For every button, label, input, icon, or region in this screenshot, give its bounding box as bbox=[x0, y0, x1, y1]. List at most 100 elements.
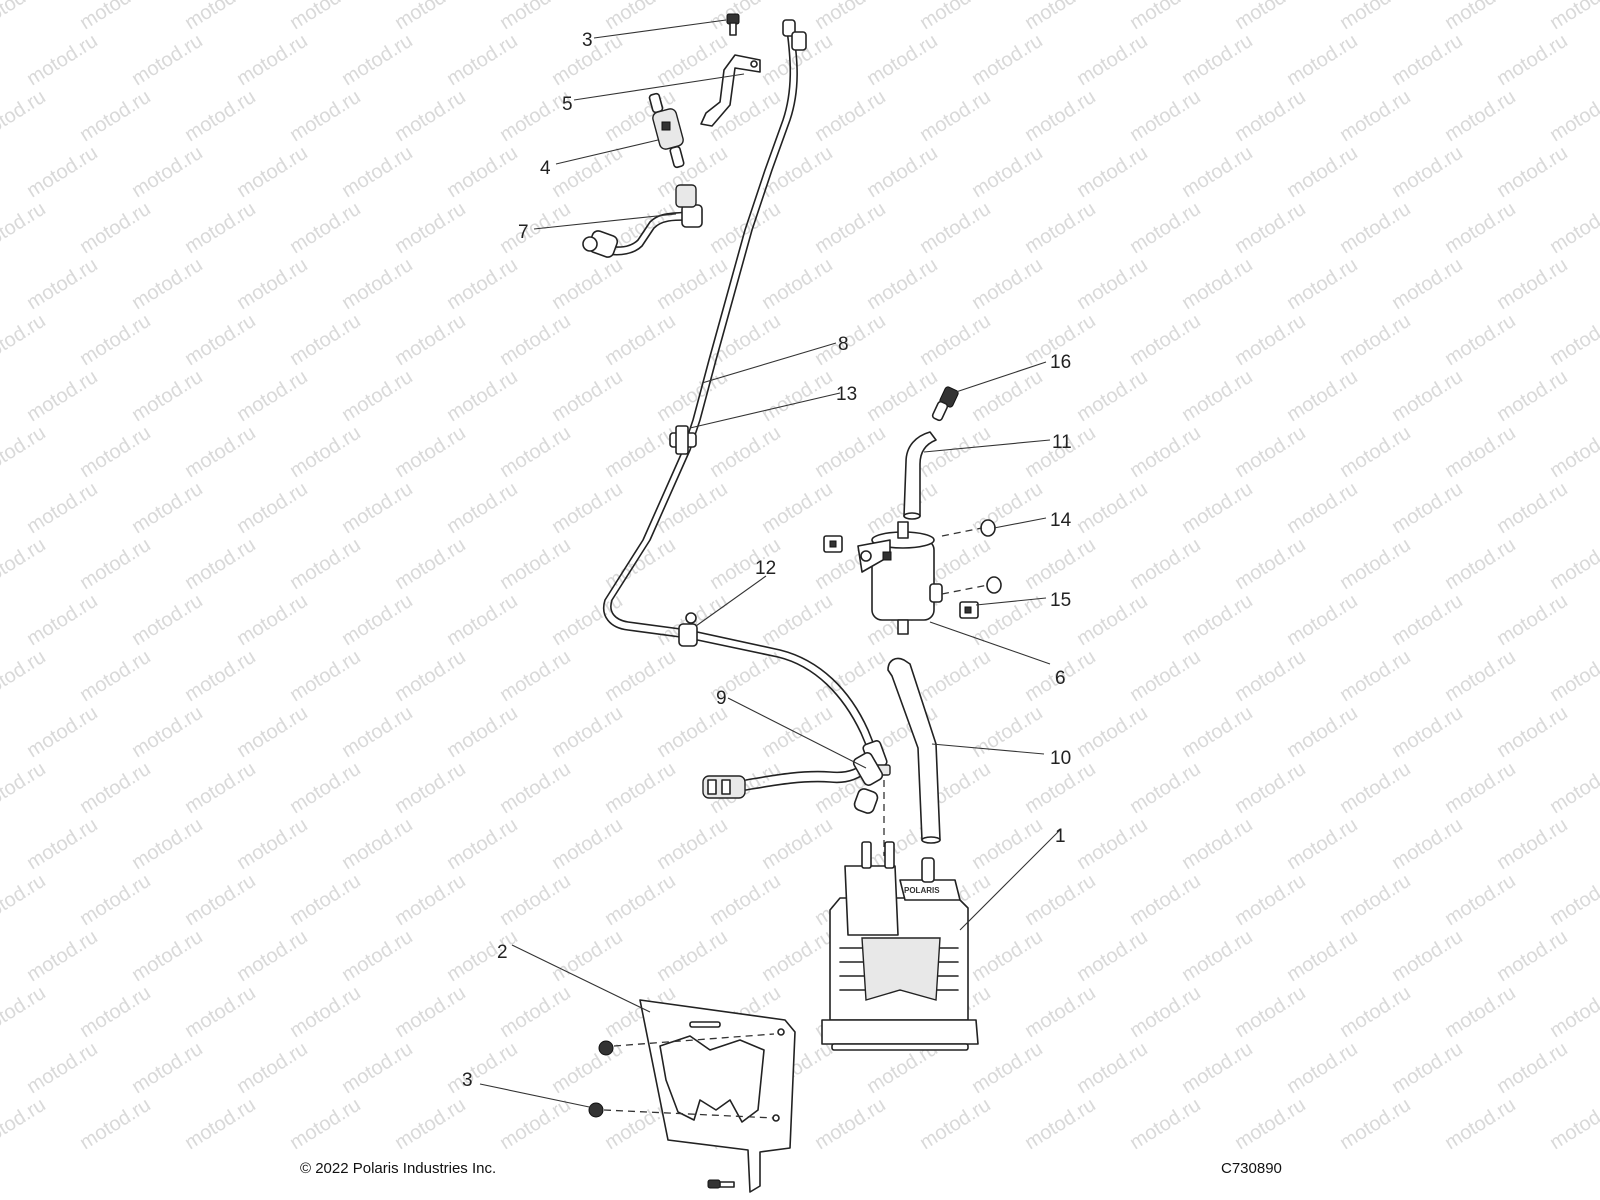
part-8-vapor-line bbox=[603, 19, 891, 776]
part-1-canister: POLARIS bbox=[821, 841, 979, 1051]
watermark-text: motod.ru bbox=[286, 982, 365, 1042]
watermark-text: motod.ru bbox=[548, 702, 627, 762]
callout-16: 16 bbox=[1050, 352, 1071, 373]
watermark-text: motod.ru bbox=[1283, 702, 1362, 762]
watermark-text: motod.ru bbox=[391, 0, 470, 34]
watermark-text: motod.ru bbox=[1546, 534, 1600, 594]
watermark-text: motod.ru bbox=[1336, 422, 1415, 482]
watermark-text: motod.ru bbox=[1336, 310, 1415, 370]
watermark-text: motod.ru bbox=[1493, 366, 1572, 426]
watermark-text: motod.ru bbox=[1546, 310, 1600, 370]
watermark-text: motod.ru bbox=[233, 926, 312, 986]
watermark-text: motod.ru bbox=[76, 1094, 155, 1154]
watermark-text: motod.ru bbox=[443, 366, 522, 426]
watermark-text: motod.ru bbox=[338, 1038, 417, 1098]
watermark-text: motod.ru bbox=[1073, 926, 1152, 986]
watermark-text: motod.ru bbox=[391, 870, 470, 930]
watermark-text: motod.ru bbox=[1126, 870, 1205, 930]
leader-lines bbox=[479, 19, 1061, 1109]
watermark-text: motod.ru bbox=[1178, 254, 1257, 314]
watermark-text: motod.ru bbox=[1336, 0, 1415, 34]
watermark-text: motod.ru bbox=[76, 982, 155, 1042]
watermark-text: motod.ru bbox=[1336, 982, 1415, 1042]
watermark-text: motod.ru bbox=[181, 86, 260, 146]
part-2-bracket bbox=[639, 999, 796, 1193]
watermark-text: motod.ru bbox=[391, 646, 470, 706]
drawing-id: C730890 bbox=[1221, 1160, 1282, 1177]
watermark-text: motod.ru bbox=[758, 926, 837, 986]
watermark-text: motod.ru bbox=[1021, 0, 1100, 34]
callout-labels: 1 2 3 3 4 5 6 7 8 9 10 11 12 13 14 15 16 bbox=[462, 30, 1072, 1091]
watermark-text: motod.ru bbox=[1388, 702, 1467, 762]
watermark-text: motod.ru bbox=[76, 86, 155, 146]
watermark-text: motod.ru bbox=[548, 1038, 627, 1098]
part-12-clamp bbox=[678, 612, 698, 647]
watermark-text: motod.ru bbox=[1231, 646, 1310, 706]
watermark-text: motod.ru bbox=[968, 814, 1047, 874]
watermark-text: motod.ru bbox=[128, 142, 207, 202]
watermark-text: motod.ru bbox=[496, 982, 575, 1042]
watermark-text: motod.ru bbox=[1231, 870, 1310, 930]
watermark-text: motod.ru bbox=[1126, 534, 1205, 594]
callout-12: 12 bbox=[755, 558, 776, 579]
watermark-text: motod.ru bbox=[968, 926, 1047, 986]
watermark-text: motod.ru bbox=[286, 646, 365, 706]
watermark-text: motod.ru bbox=[1021, 534, 1100, 594]
callout-6: 6 bbox=[1055, 668, 1066, 689]
watermark-text: motod.ru bbox=[1441, 422, 1520, 482]
watermark-text: motod.ru bbox=[496, 310, 575, 370]
watermark-text: motod.ru bbox=[706, 870, 785, 930]
watermark-text: motod.ru bbox=[863, 254, 942, 314]
watermark-text: motod.ru bbox=[1546, 646, 1600, 706]
watermark-text: motod.ru bbox=[758, 590, 837, 650]
watermark-text: motod.ru bbox=[0, 86, 50, 146]
watermark-text: motod.ru bbox=[653, 814, 732, 874]
watermark-text: motod.ru bbox=[653, 926, 732, 986]
watermark-text: motod.ru bbox=[811, 422, 890, 482]
watermark-text: motod.ru bbox=[23, 478, 102, 538]
callout-8: 8 bbox=[838, 334, 849, 355]
watermark-text: motod.ru bbox=[233, 1038, 312, 1098]
watermark-text: motod.ru bbox=[548, 366, 627, 426]
watermark-text: motod.ru bbox=[23, 142, 102, 202]
watermark-text: motod.ru bbox=[1546, 422, 1600, 482]
watermark-text: motod.ru bbox=[1388, 478, 1467, 538]
watermark-text: motod.ru bbox=[706, 0, 785, 34]
watermark-text: motod.ru bbox=[0, 422, 50, 482]
watermark-text: motod.ru bbox=[1336, 86, 1415, 146]
watermark-text: motod.ru bbox=[338, 142, 417, 202]
watermark-text: motod.ru bbox=[128, 366, 207, 426]
part-7-hose bbox=[582, 184, 703, 258]
part-6-filter bbox=[857, 521, 943, 635]
watermark-text: motod.ru bbox=[1231, 1094, 1310, 1154]
watermark-text: motod.ru bbox=[286, 422, 365, 482]
watermark-text: motod.ru bbox=[758, 702, 837, 762]
part-3-bolt-bottom bbox=[588, 1040, 735, 1189]
watermark-text: motod.ru bbox=[233, 478, 312, 538]
watermark-text: motod.ru bbox=[1283, 30, 1362, 90]
watermark-text: motod.ru bbox=[338, 926, 417, 986]
part-4-valve bbox=[648, 92, 685, 169]
watermark-text: motod.ru bbox=[181, 198, 260, 258]
part-5-bracket bbox=[700, 54, 761, 127]
watermark-text: motod.ru bbox=[391, 1094, 470, 1154]
watermark-text: motod.ru bbox=[23, 1038, 102, 1098]
watermark-text: motod.ru bbox=[338, 702, 417, 762]
watermark-text: motod.ru bbox=[1336, 646, 1415, 706]
watermark-text: motod.ru bbox=[1441, 870, 1520, 930]
watermark-text: motod.ru bbox=[758, 142, 837, 202]
watermark-text: motod.ru bbox=[76, 310, 155, 370]
watermark-text: motod.ru bbox=[968, 1038, 1047, 1098]
watermark-text: motod.ru bbox=[0, 982, 50, 1042]
watermark-text: motod.ru bbox=[1441, 0, 1520, 34]
watermark-text: motod.ru bbox=[1283, 814, 1362, 874]
callout-9: 9 bbox=[716, 688, 727, 709]
watermark-text: motod.ru bbox=[233, 254, 312, 314]
watermark-text: motod.ru bbox=[916, 1094, 995, 1154]
watermark-text: motod.ru bbox=[338, 814, 417, 874]
watermark-text: motod.ru bbox=[76, 422, 155, 482]
watermark-text: motod.ru bbox=[1231, 982, 1310, 1042]
watermark-text: motod.ru bbox=[811, 1094, 890, 1154]
watermark-text: motod.ru bbox=[653, 702, 732, 762]
watermark-text: motod.ru bbox=[0, 534, 50, 594]
